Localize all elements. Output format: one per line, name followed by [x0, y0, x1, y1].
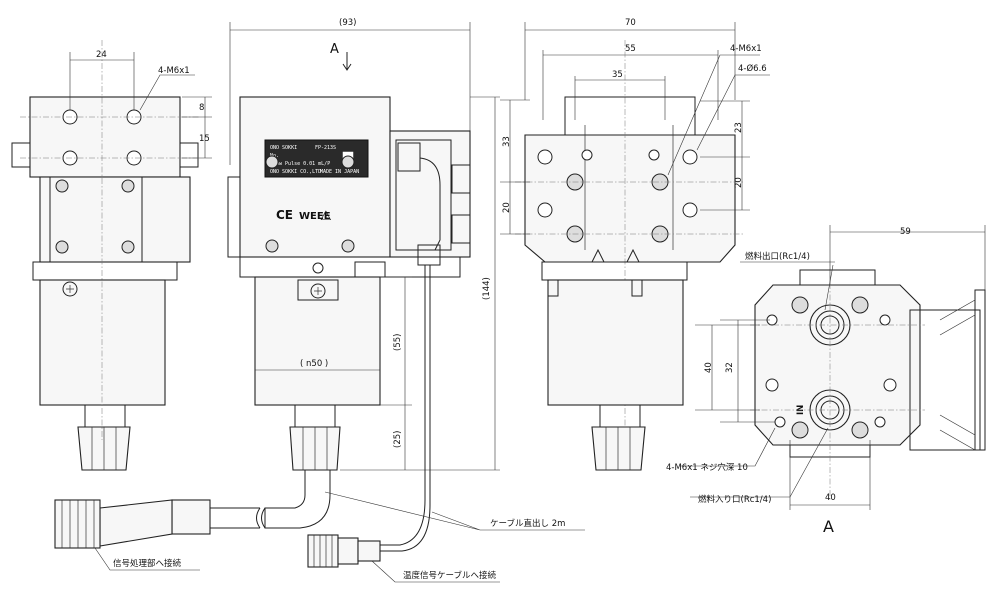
view-a-label: A: [823, 517, 834, 536]
left-view: 24 4-M6x1 8 15: [11, 40, 212, 471]
temp-connector: [307, 534, 381, 568]
left-motor-body: [39, 279, 166, 406]
center-terminal-box: [389, 130, 471, 258]
cable-note: ケーブル直出し 2m: [490, 518, 565, 529]
left-hole-callout: 4-M6x1: [158, 66, 190, 76]
center-dim-n50: ( n50 ): [300, 359, 328, 369]
warning-icon: ⚠: [320, 209, 332, 224]
signal-connector: [54, 499, 211, 549]
thread-label: 4-M6x1 ネジ穴深 10: [666, 462, 748, 473]
view-a-arrow-label: A: [330, 42, 339, 57]
center-dim-93: (93): [339, 18, 356, 28]
nameplate-made-in: MADE IN JAPAN: [320, 169, 359, 175]
inlet-label: 燃料入り口(Rc1/4): [698, 494, 771, 505]
center-dim-55: (55): [393, 334, 403, 351]
right-view: 70 55 35 4-M6x1 4-Ø6.6 33 20 23 20: [500, 18, 770, 471]
left-dim-24-line: [69, 52, 135, 110]
right-top-block: [564, 96, 696, 136]
center-motor-body: [254, 276, 381, 406]
temp-connector-label: 温度信号ケーブルへ接続: [403, 570, 496, 581]
center-cable-gland: [294, 404, 336, 428]
right-gland-nut: [591, 426, 646, 471]
left-top-block: [29, 96, 181, 178]
nameplate-brand: ONO SOKKI: [270, 145, 297, 151]
nameplate-no: No.: [270, 153, 279, 159]
left-dim-8: 8: [199, 103, 204, 113]
cable-break-left: [261, 507, 266, 529]
right-dim-70: 70: [625, 18, 636, 28]
terminal-cable: [419, 157, 441, 251]
view-a: 59 IN 燃料出口(Rc1/4) 40 32 4-M6x1 ネ: [666, 225, 986, 536]
center-side-block: [227, 176, 241, 258]
signal-connector-label: 信号処理部へ接続: [113, 558, 182, 569]
center-dim-25: (25): [393, 431, 403, 448]
right-cable-gland: [599, 404, 641, 428]
left-dim-15: 15: [199, 134, 210, 144]
arrow-down-icon: [342, 52, 352, 71]
center-dim-144: (144): [482, 277, 492, 300]
left-lower-strip: [32, 261, 178, 281]
nameplate-maker: ONO SOKKI CO.,LTD: [270, 169, 321, 175]
main-cable: [264, 470, 331, 529]
cable-section: 信号処理部へ接続 温度信号ケーブルへ接続 ケーブル直出し 2m: [54, 470, 585, 583]
left-cable-gland: [84, 404, 126, 428]
center-lower-strip: [239, 256, 461, 278]
right-callout-dia: 4-Ø6.6: [738, 63, 767, 74]
weee-mark: WEEE: [299, 211, 331, 222]
left-dim-24: 24: [96, 50, 107, 60]
right-dim-23: 23: [734, 122, 744, 133]
center-view: (93) A ONO SOKKI FP-213S No. Flow Pulse …: [227, 18, 500, 552]
nameplate-pulse: Flow Pulse 0.01 mL/P: [270, 161, 330, 167]
right-top-plate: [524, 134, 736, 263]
terminal-inner: [395, 139, 452, 251]
right-dim-20-left: 20: [502, 202, 512, 213]
right-dim-55: 55: [625, 44, 636, 54]
right-dim-20-right: 20: [734, 177, 744, 188]
right-motor-body: [547, 279, 684, 406]
nameplate-model: FP-213S: [315, 145, 336, 151]
screw-icon: [62, 281, 78, 297]
view-a-dim-59: 59: [900, 227, 911, 237]
view-a-dim-32: 32: [725, 362, 735, 373]
right-callout-m6: 4-M6x1: [730, 44, 762, 54]
right-dim-35: 35: [612, 70, 623, 80]
view-a-dim-40-h: 40: [825, 493, 836, 503]
temp-cable: [380, 265, 431, 552]
outlet-label: 燃料出口(Rc1/4): [745, 251, 810, 262]
view-a-bracket: [909, 309, 981, 451]
left-mount-ear-right: [179, 142, 199, 168]
screw-icon: [310, 283, 326, 299]
terminal-connector: [397, 142, 421, 172]
view-a-dim-40-v: 40: [704, 362, 714, 373]
ce-mark: CE: [276, 208, 293, 222]
left-mount-ear-left: [11, 142, 31, 168]
right-dim-33: 33: [502, 136, 512, 147]
